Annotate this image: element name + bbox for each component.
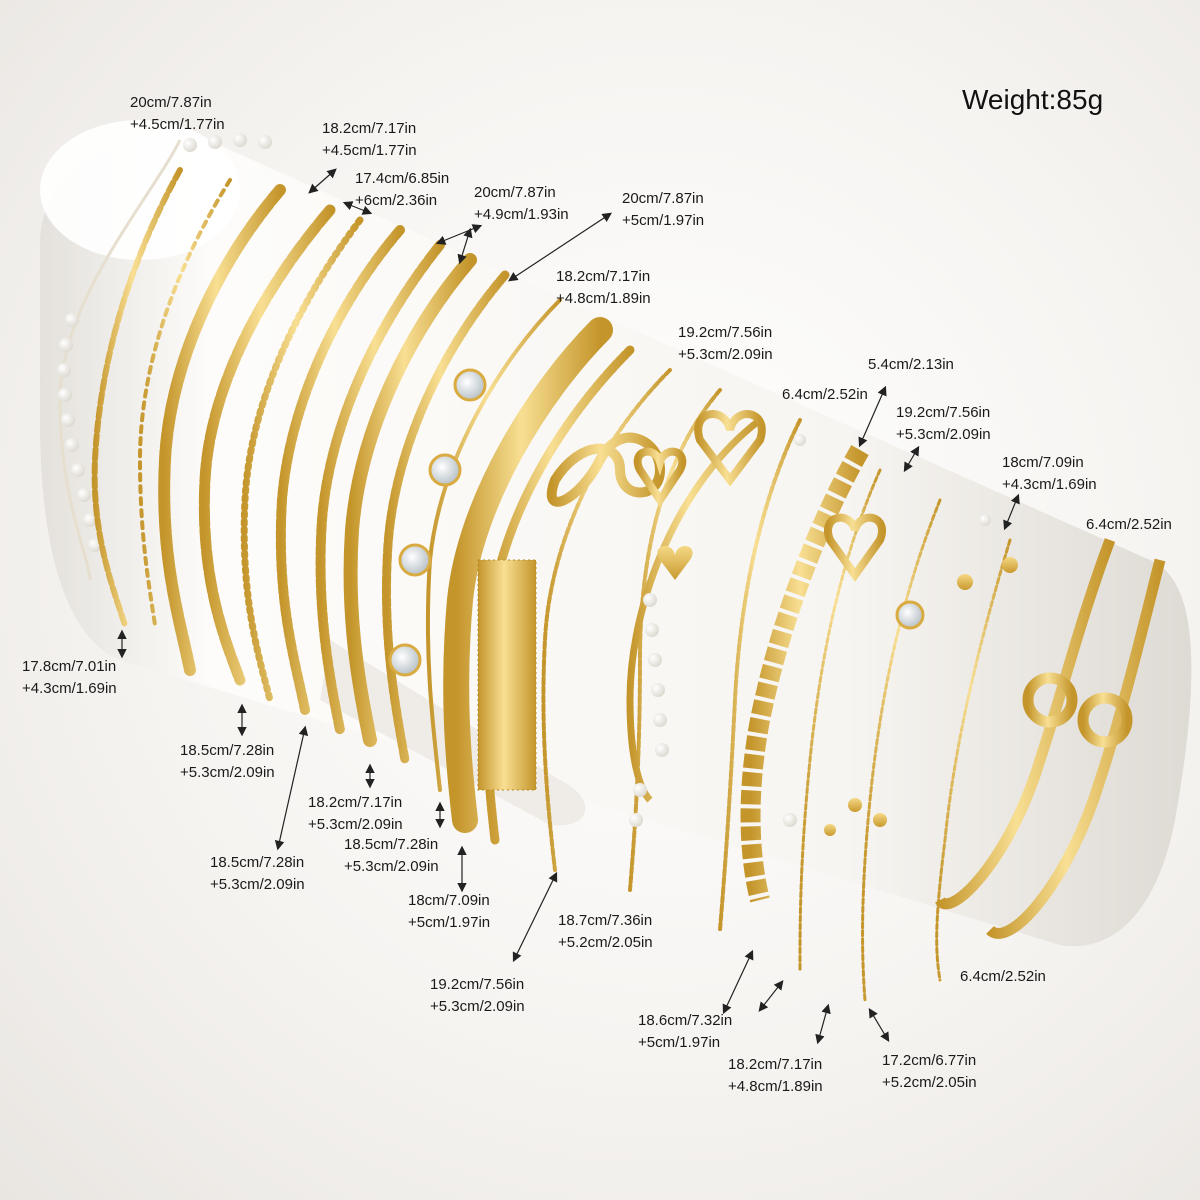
extension-text: +5cm/1.97in <box>638 1034 721 1051</box>
length-text: 17.2cm/6.77in <box>882 1052 977 1069</box>
link-chain <box>91 167 183 628</box>
length-text: 18.5cm/7.28in <box>180 742 275 759</box>
herringbone-chain <box>443 317 613 833</box>
extension-text: +4.9cm/1.93in <box>474 206 569 223</box>
bead-station-chain <box>861 498 942 1002</box>
length-text: 20cm/7.87in <box>130 94 212 111</box>
label-fine-chain-bracelet: 18.2cm/7.17in +4.8cm/1.89in <box>728 1054 823 1098</box>
knot-bangles <box>935 538 1166 939</box>
extension-text: +5.3cm/2.09in <box>180 764 275 781</box>
length-text: 18.2cm/7.17in <box>308 794 403 811</box>
extension-text: +5.3cm/2.09in <box>344 858 439 875</box>
label-link-chain-bracelet: 17.8cm/7.01in +4.3cm/1.69in <box>22 656 117 700</box>
fine-chain <box>798 468 882 972</box>
crystal-stones <box>388 368 925 677</box>
length-text: 6.4cm/2.52in <box>782 386 868 403</box>
length-text: 18.2cm/7.17in <box>728 1056 823 1073</box>
heart-cuff <box>626 417 763 803</box>
length-text: 18.2cm/7.17in <box>322 120 417 137</box>
extension-text: +5cm/1.97in <box>408 914 491 931</box>
label-box-chain-bracelet: 18.5cm/7.28in +5.3cm/2.09in <box>210 852 305 896</box>
extension-text: +5.3cm/2.09in <box>210 876 305 893</box>
extension-text: +4.8cm/1.89in <box>728 1078 823 1095</box>
length-text: 17.4cm/6.85in <box>355 170 450 187</box>
label-paperclip-bracelet: 18.5cm/7.28in +5.3cm/2.09in <box>180 740 275 784</box>
heart-charm <box>633 410 886 582</box>
label-rhinestone-heart-bracelet: 19.2cm/7.56in +5.3cm/2.09in <box>896 402 991 446</box>
length-text: 18.7cm/7.36in <box>558 912 653 929</box>
length-text: 18.6cm/7.32in <box>638 1012 733 1029</box>
length-text: 17.8cm/7.01in <box>22 658 117 675</box>
tennis-chain-a <box>275 225 405 715</box>
ball-chain <box>240 216 364 704</box>
length-text: 20cm/7.87in <box>474 184 556 201</box>
label-bead-station-bracelet: 17.2cm/6.77in +5.2cm/2.05in <box>882 1050 977 1094</box>
length-text: 18.5cm/7.28in <box>344 836 439 853</box>
label-pearl-bracelet: 20cm/7.87in +4.5cm/1.77in <box>130 92 225 136</box>
paperclip-chain <box>198 204 336 686</box>
label-tennis-bracelet-a: 20cm/7.87in +4.9cm/1.93in <box>474 182 569 226</box>
tassel-charm <box>477 559 537 791</box>
label-satellite-chain-bracelet: 18.6cm/7.32in +5cm/1.97in <box>638 1010 732 1054</box>
extension-text: +5.3cm/2.09in <box>896 426 991 443</box>
bead-chain-right <box>935 538 1012 982</box>
label-open-heart-bracelet: 19.2cm/7.56in +5.3cm/2.09in <box>678 322 773 366</box>
label-crystal-bezel-bracelet: 18.5cm/7.28in +5.3cm/2.09in <box>344 834 439 878</box>
extension-text: +6cm/2.36in <box>355 192 438 209</box>
extension-text: +5.3cm/2.09in <box>308 816 403 833</box>
label-ball-chain-bracelet: 18.2cm/7.17in +5.3cm/2.09in <box>308 792 403 836</box>
pearl-beads <box>629 434 991 827</box>
extension-text: +5cm/1.97in <box>622 212 705 229</box>
length-text: 19.2cm/7.56in <box>896 404 991 421</box>
extension-text: +4.8cm/1.89in <box>556 290 651 307</box>
tennis-chain-b <box>315 240 445 735</box>
extension-text: +5.3cm/2.09in <box>678 346 773 363</box>
length-text: 6.4cm/2.52in <box>1086 516 1172 533</box>
extension-text: +4.5cm/1.77in <box>130 116 225 133</box>
label-heart-chain-bracelet: 18.2cm/7.17in +4.5cm/1.77in <box>322 118 417 162</box>
tennis-chain-c <box>382 270 510 765</box>
length-text: 20cm/7.87in <box>622 190 704 207</box>
label-bead-chain-bracelet: 18cm/7.09in +4.3cm/1.69in <box>1002 452 1097 496</box>
extension-text: +5.2cm/2.05in <box>558 934 653 951</box>
satellite-chain <box>718 418 802 932</box>
bracelet-group <box>57 133 1166 1002</box>
length-text: 5.4cm/2.13in <box>868 356 954 373</box>
length-text: 18cm/7.09in <box>1002 454 1084 471</box>
box-chain <box>343 253 477 747</box>
weight-label: Weight:85g <box>962 84 1104 115</box>
length-text: 18cm/7.09in <box>408 892 490 909</box>
length-text: 18.5cm/7.28in <box>210 854 305 871</box>
extension-text: +4.3cm/1.69in <box>22 680 117 697</box>
label-rope-bracelet: 20cm/7.87in +5cm/1.97in <box>622 188 704 232</box>
pearl-bracelet <box>57 133 272 581</box>
label-knot-bangle-left: 6.4cm/2.52in <box>960 966 1046 988</box>
dimension-arrows <box>117 168 1020 1045</box>
length-text: 6.4cm/2.52in <box>960 968 1046 985</box>
extension-text: +5.2cm/2.05in <box>882 1074 977 1091</box>
label-cuban-link-bracelet: 17.4cm/6.85in +6cm/2.36in <box>355 168 449 212</box>
label-heart-cuff: 6.4cm/2.52in <box>782 384 868 406</box>
extension-text: +4.3cm/1.69in <box>1002 476 1097 493</box>
length-text: 18.2cm/7.17in <box>556 268 651 285</box>
label-tennis-bangle: 5.4cm/2.13in <box>868 354 954 376</box>
gold-beads <box>824 557 1018 836</box>
extension-text: +4.5cm/1.77in <box>322 142 417 159</box>
label-knot-bangle-right: 6.4cm/2.52in <box>1086 514 1172 536</box>
length-text: 19.2cm/7.56in <box>678 324 773 341</box>
label-pearl-chain-bracelet: 18.7cm/7.36in +5.2cm/2.05in <box>558 910 653 954</box>
length-text: 19.2cm/7.56in <box>430 976 525 993</box>
label-infinity-bracelet: 18.2cm/7.17in +4.8cm/1.89in <box>556 266 651 310</box>
extension-text: +5.3cm/2.09in <box>430 998 525 1015</box>
cuban-chain <box>158 184 286 676</box>
tennis-bangle <box>740 445 869 903</box>
label-tassel-bracelet: 19.2cm/7.56in +5.3cm/2.09in <box>430 974 525 1018</box>
heart-chain <box>137 178 232 627</box>
label-herringbone-bracelet: 18cm/7.09in +5cm/1.97in <box>408 890 490 934</box>
